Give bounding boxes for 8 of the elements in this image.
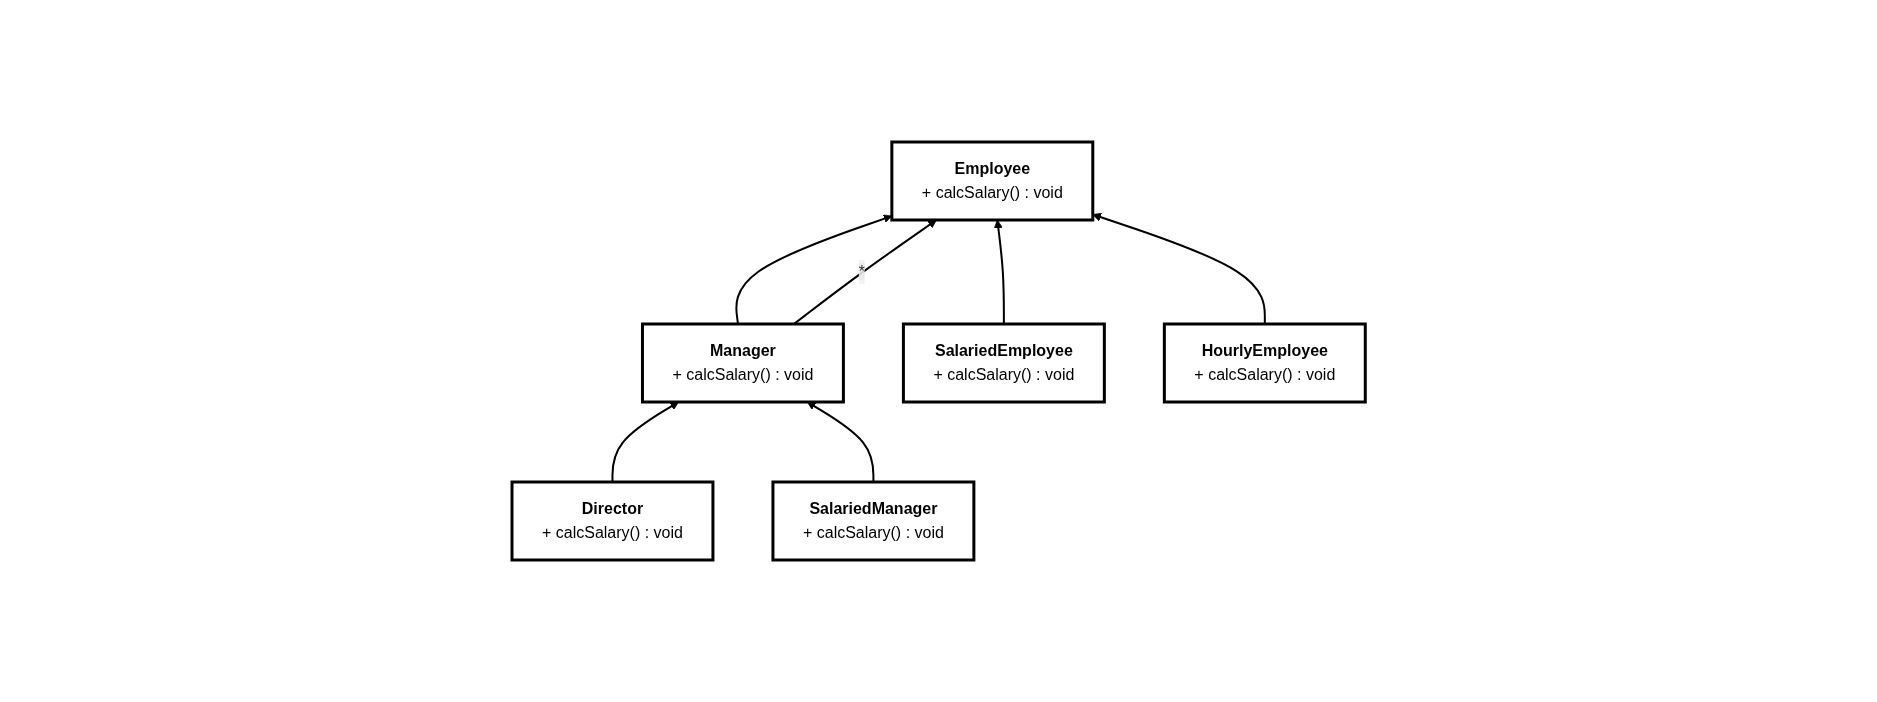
edge-label: *	[858, 263, 865, 280]
node-box: HourlyEmployee + calcSalary() : void	[1162, 322, 1367, 404]
node-box: Employee + calcSalary() : void	[890, 140, 1095, 222]
arrow	[1092, 212, 1266, 325]
node-box: Manager + calcSalary() : void	[640, 322, 845, 404]
node-box: SalariedEmployee + calcSalary() : void	[901, 322, 1106, 404]
node-box: Director + calcSalary() : void	[510, 480, 715, 562]
node-box: SalariedManager + calcSalary() : void	[771, 480, 976, 562]
